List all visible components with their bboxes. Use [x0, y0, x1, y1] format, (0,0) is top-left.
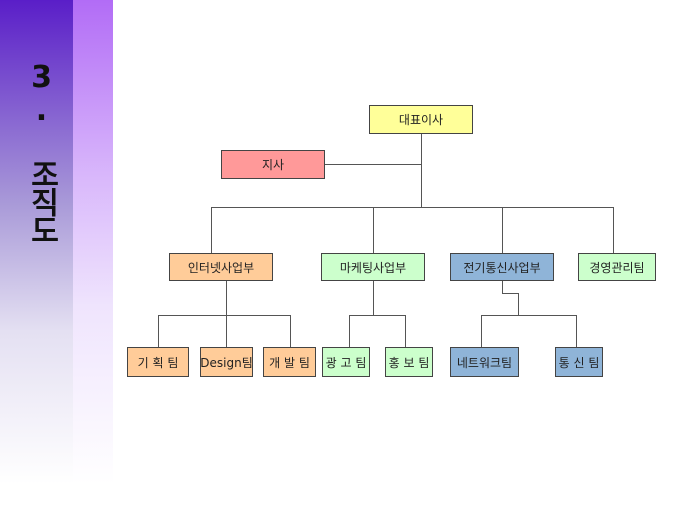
org-box-ceo: 대표이사 [369, 105, 473, 134]
connector [325, 164, 421, 165]
connector [349, 315, 405, 316]
connector [373, 207, 374, 253]
org-box-network-team: 네트워크팀 [450, 347, 519, 377]
connector [226, 280, 227, 315]
connector [481, 315, 482, 347]
connector [613, 207, 614, 253]
connector [502, 280, 503, 293]
slide-title: 3. 조직도 [24, 60, 59, 243]
connector [158, 315, 159, 347]
org-box-branch: 지사 [221, 150, 325, 179]
connector [226, 315, 227, 347]
org-box-planning-team: 기 획 팀 [127, 347, 189, 377]
sidebar-gradient-light [73, 0, 113, 510]
org-box-communication-team: 통 신 팀 [555, 347, 603, 377]
connector [373, 280, 374, 315]
org-box-development-team: 개 발 팀 [263, 347, 316, 377]
connector [502, 293, 518, 294]
sidebar-gradient-dark [0, 0, 73, 510]
connector [405, 315, 406, 347]
org-box-advertising-team: 광 고 팀 [322, 347, 370, 377]
connector [481, 315, 576, 316]
org-box-marketing-division: 마케팅사업부 [321, 253, 425, 281]
connector [502, 207, 503, 253]
connector [158, 315, 290, 316]
org-box-management-team: 경영관리팀 [578, 253, 656, 281]
connector [518, 293, 519, 315]
org-box-design-team: Design팀 [200, 347, 253, 377]
connector [421, 133, 422, 207]
org-box-pr-team: 홍 보 팀 [385, 347, 433, 377]
org-box-telecom-division: 전기통신사업부 [450, 253, 554, 281]
connector [290, 315, 291, 347]
connector [576, 315, 577, 347]
connector [211, 207, 614, 208]
org-box-internet-division: 인터넷사업부 [169, 253, 273, 281]
connector [211, 207, 212, 253]
connector [349, 315, 350, 347]
